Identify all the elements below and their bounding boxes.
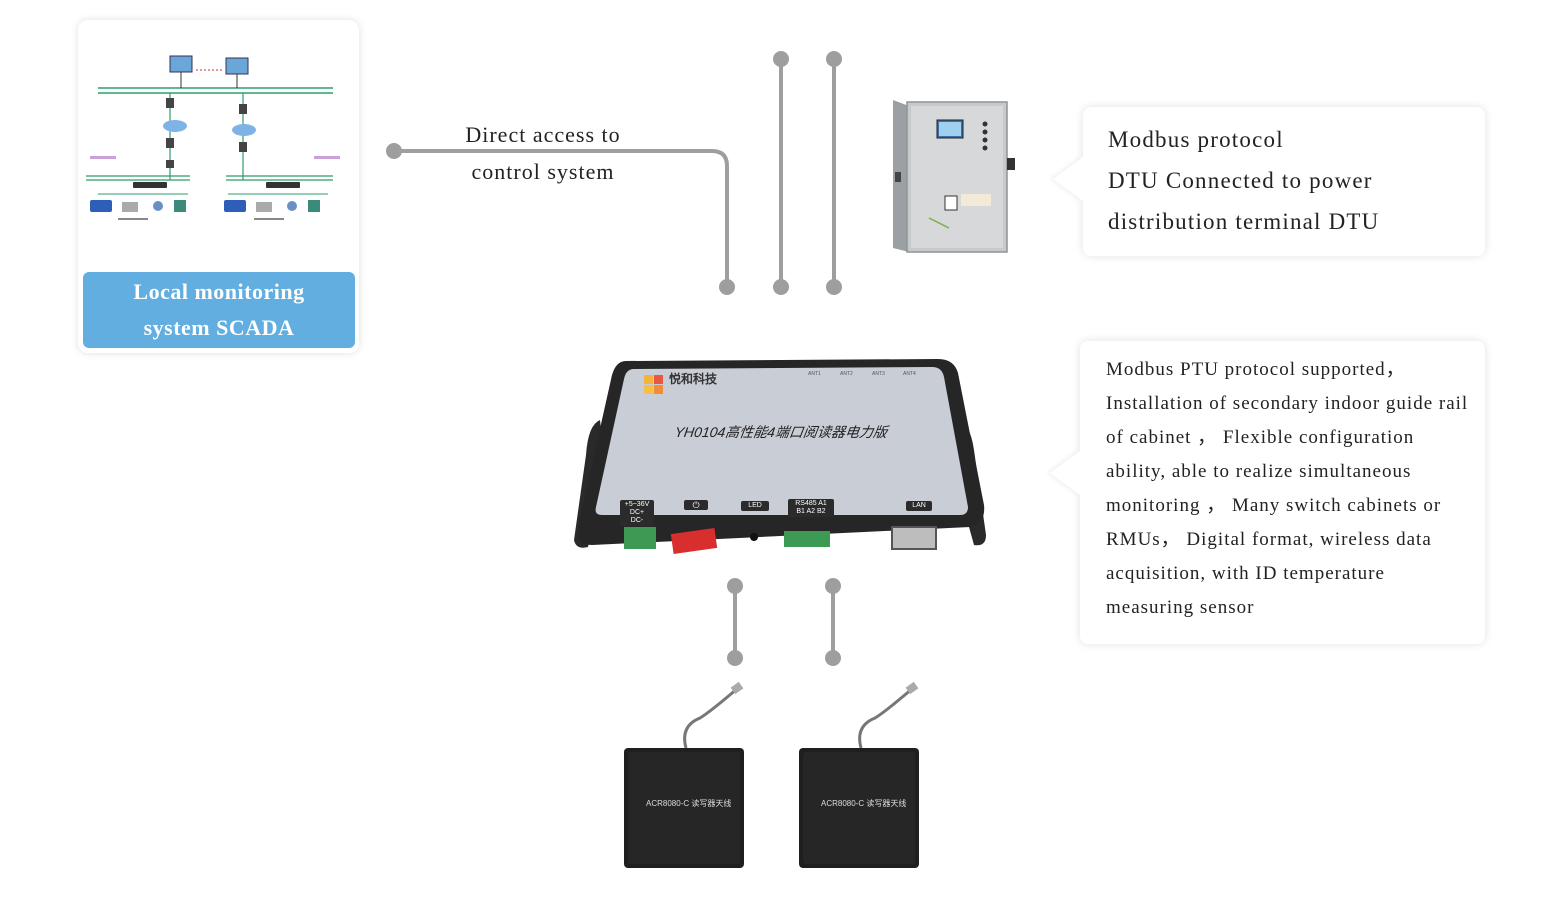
dtu-callout-text: Modbus protocol DTU Connected to power d… [1108, 119, 1379, 242]
antenna-2 [799, 682, 919, 868]
scada-connector [392, 149, 729, 289]
lan-port-label: LAN [906, 501, 932, 511]
dtu-callout: Modbus protocol DTU Connected to power d… [1053, 107, 1485, 256]
power-port-label: +5~36V DC+ DC- [620, 500, 654, 526]
dtu-callout-line: Modbus protocol [1108, 127, 1284, 152]
ant-port-label: ANT4 [903, 371, 916, 377]
dtu-callout-line: distribution terminal DTU [1108, 209, 1380, 234]
scada-label: Local monitoring system SCADA [83, 272, 355, 348]
rs485-port-label: RS485 A1 B1 A2 B2 [788, 499, 834, 517]
ant-port-label: ANT2 [840, 371, 853, 377]
reader-device [574, 359, 986, 554]
ant-port-label: ANT3 [872, 371, 885, 377]
reader-callout: Modbus PTU protocol supported，Installati… [1050, 341, 1485, 644]
reader-callout-text: Modbus PTU protocol supported，Installati… [1106, 359, 1469, 618]
power-switch-label: ⏻ [684, 500, 708, 510]
reader-brand: 悦和科技 [669, 372, 718, 386]
ant-port-label: ANT1 [808, 371, 821, 377]
dtu-callout-line: DTU Connected to power [1108, 168, 1373, 193]
direct-access-label: Direct access to control system [465, 122, 621, 184]
scada-label-text: Local monitoring system SCADA [133, 279, 305, 340]
dtu-cabinet [893, 100, 1015, 253]
scada-card: Local monitoring system SCADA [78, 20, 359, 353]
reader-callout-pointer [1050, 451, 1080, 495]
reader-device-title: YH0104高性能4端口阅读器电力版 [673, 424, 889, 440]
scada-network-diagram [86, 55, 340, 220]
antenna-1-label: ACR8080-C 读写器天线 [646, 799, 732, 808]
antenna-1 [624, 682, 744, 868]
dtu-callout-pointer [1053, 157, 1083, 201]
led-port-label: LED [741, 501, 769, 511]
antenna-2-label: ACR8080-C 读写器天线 [821, 799, 907, 808]
